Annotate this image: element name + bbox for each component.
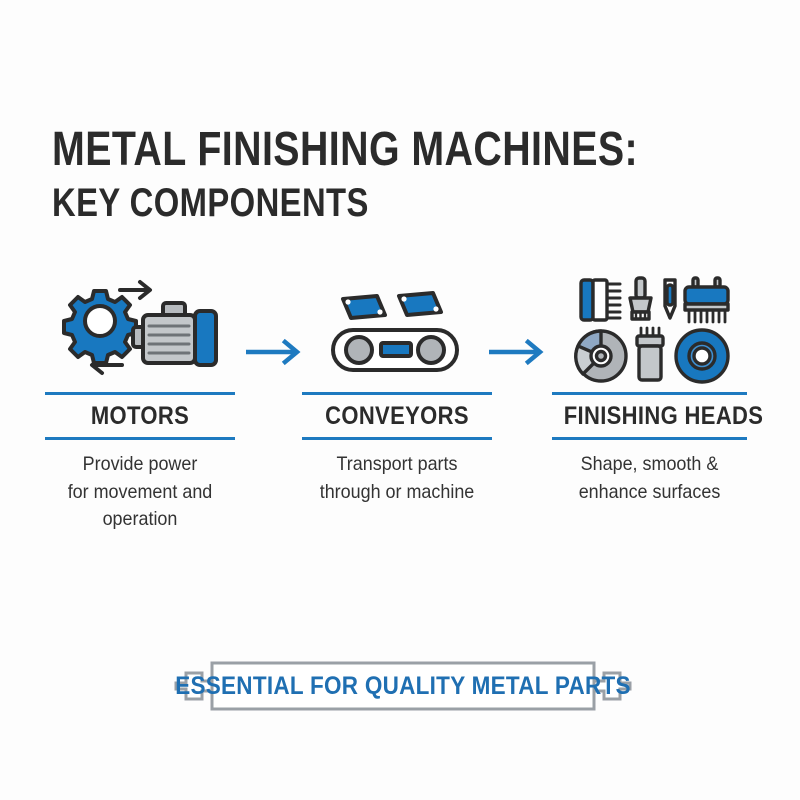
divider-bottom-finishing-heads: [552, 437, 747, 440]
description-line: Provide power: [82, 453, 198, 475]
flow-arrow-1-icon: [244, 338, 304, 371]
motor-icon: [45, 262, 235, 392]
divider-top-conveyors: [302, 392, 492, 395]
component-column-finishing-heads: FINISHING HEADS Shape, smooth & enhance …: [552, 262, 764, 506]
description-line: through or machine: [319, 480, 475, 503]
divider-top-motors: [45, 392, 235, 395]
page-title: METAL FINISHING MACHINES: KEY COMPONENTS: [52, 123, 752, 225]
description-line: Shape, smooth &: [580, 453, 719, 475]
component-column-motors: MOTORS Provide power for movement and op…: [45, 262, 235, 534]
heading-finishing-heads: FINISHING HEADS: [563, 402, 764, 430]
description-finishing-heads: Shape, smooth & enhance surfaces: [560, 440, 739, 506]
title-line-1: METAL FINISHING MACHINES:: [52, 123, 639, 176]
divider-top-finishing-heads: [552, 392, 747, 395]
heading-conveyors: CONVEYORS: [325, 402, 469, 430]
flow-arrow-2-icon: [487, 338, 547, 371]
finishing-heads-icon: [552, 262, 747, 392]
description-line: operation: [102, 508, 178, 531]
banner-ribbon: ESSENTIAL FOR QUALITY METAL PARTS: [168, 657, 638, 715]
description-conveyors: Transport parts through or machine: [310, 440, 485, 506]
component-columns: MOTORS Provide power for movement and op…: [0, 262, 800, 562]
component-column-conveyors: CONVEYORS Transport parts through or mac…: [302, 262, 492, 506]
divider-bottom-motors: [45, 437, 235, 440]
description-motors: Provide power for movement and operation: [53, 440, 228, 534]
divider-bottom-conveyors: [302, 437, 492, 440]
title-line-2: KEY COMPONENTS: [52, 181, 369, 225]
description-line: enhance surfaces: [578, 480, 721, 503]
description-line: for movement and: [67, 480, 213, 503]
conveyor-icon: [302, 262, 492, 392]
description-line: Transport parts: [336, 453, 458, 475]
heading-motors: MOTORS: [90, 402, 190, 430]
